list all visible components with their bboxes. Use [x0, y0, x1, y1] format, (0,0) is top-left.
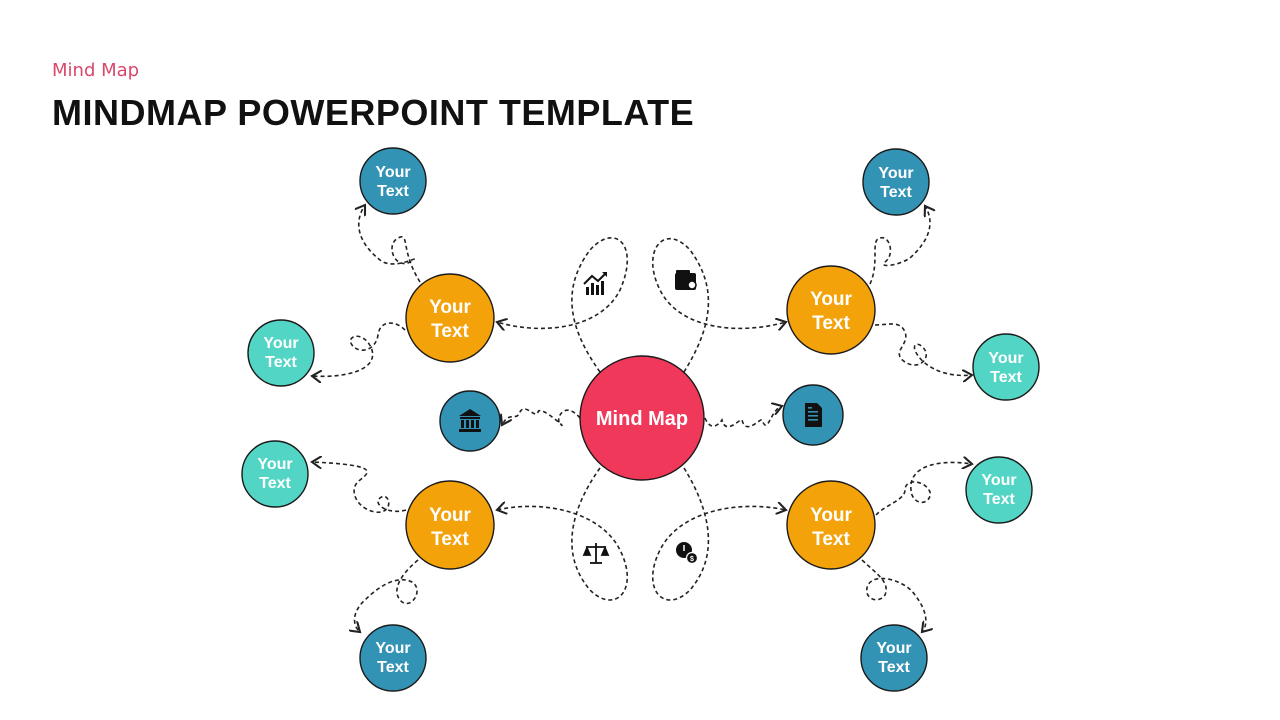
branch-label-line2: Text	[812, 313, 850, 334]
leaf-node-top-left-side[interactable]: Your Text	[247, 319, 315, 387]
leaf-label-line1: Your	[876, 640, 911, 657]
balance-scale-icon	[582, 543, 610, 564]
bank-icon	[459, 409, 481, 432]
leaf-label-line2: Text	[983, 491, 1015, 508]
leaf-node-top-left-top[interactable]: Your Text	[359, 147, 427, 215]
branch-node-top-right[interactable]: Your Text	[786, 265, 876, 355]
leaf-label-line1: Your	[981, 472, 1016, 489]
branch-label-line1: Your	[429, 505, 471, 526]
branch-node-top-left[interactable]: Your Text	[405, 273, 495, 363]
branch-label-line1: Your	[810, 289, 852, 310]
leaf-label-line2: Text	[377, 183, 409, 200]
money-time-icon: $	[676, 542, 699, 565]
slide-title: MINDMAP POWERPOINT TEMPLATE	[52, 92, 695, 133]
leaf-node-bottom-left-bottom[interactable]: Your Text	[359, 624, 427, 692]
leaf-label-line1: Your	[375, 164, 410, 181]
connectors	[312, 205, 972, 632]
leaf-label-line2: Text	[265, 354, 297, 371]
branch-node-bottom-right[interactable]: Your Text	[786, 480, 876, 570]
branch-node-bottom-left[interactable]: Your Text	[405, 480, 495, 570]
svg-text:$: $	[690, 556, 694, 563]
leaf-node-bottom-right-bottom[interactable]: Your Text	[860, 624, 928, 692]
branch-label-line2: Text	[431, 529, 469, 550]
document-icon-node[interactable]	[782, 384, 844, 446]
leaf-label-line2: Text	[990, 369, 1022, 386]
leaf-label-line2: Text	[377, 659, 409, 676]
center-node[interactable]: Mind Map	[579, 355, 705, 481]
leaf-label-line1: Your	[257, 456, 292, 473]
leaf-label-line2: Text	[259, 475, 291, 492]
leaf-label-line1: Your	[263, 335, 298, 352]
branch-label-line1: Your	[810, 505, 852, 526]
leaf-label-line2: Text	[880, 184, 912, 201]
leaf-label-line1: Your	[878, 165, 913, 182]
branch-label-line2: Text	[431, 321, 469, 342]
document-icon	[805, 403, 822, 427]
leaf-label-line2: Text	[878, 659, 910, 676]
wallet-icon	[675, 270, 697, 290]
branch-label-line2: Text	[812, 529, 850, 550]
leaf-label-line1: Your	[988, 350, 1023, 367]
chart-growth-icon	[583, 272, 607, 295]
leaf-node-top-right-top[interactable]: Your Text	[862, 148, 930, 216]
branch-label-line1: Your	[429, 297, 471, 318]
center-node-label: Mind Map	[596, 408, 688, 430]
leaf-node-bottom-left-side[interactable]: Your Text	[241, 440, 309, 508]
leaf-node-bottom-right-side[interactable]: Your Text	[965, 456, 1033, 524]
bank-icon-node[interactable]	[439, 390, 501, 452]
leaf-node-top-right-side[interactable]: Your Text	[972, 333, 1040, 401]
slide-subtitle: Mind Map	[52, 60, 140, 81]
leaf-label-line1: Your	[375, 640, 410, 657]
